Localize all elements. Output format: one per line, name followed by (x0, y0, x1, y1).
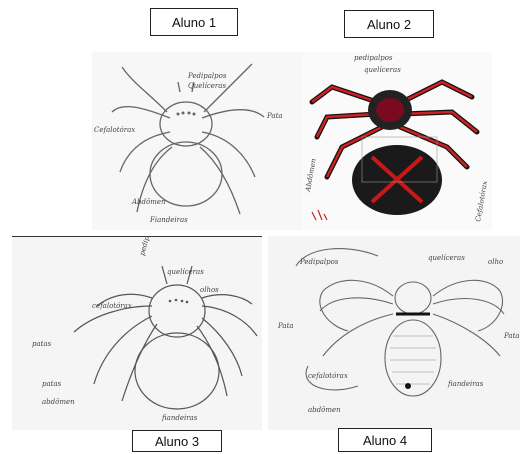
annotation-patas-3b: patas (42, 380, 62, 388)
spider-sketch-2: pedipalpos quelíceras Abdômen Cefalotóra… (302, 52, 492, 230)
spider-sketch-1: Pedipalpos Quelíceras Pata Cefalotórax A… (92, 52, 302, 230)
annotation-pata-4a: Pata (277, 322, 294, 330)
label-aluno-4: Aluno 4 (338, 428, 432, 452)
annotation-fiandeiras-3: fiandeiras (161, 414, 198, 422)
drawing-aluno-3: pedipalpos quelíceras olhos cefalotórax … (12, 236, 262, 430)
annotation-pedipalpos-2: pedipalpos (354, 54, 393, 62)
annotation-abdomen: Abdômen (131, 198, 166, 206)
annotation-pedipalpos-3: pedipalpos (138, 236, 156, 257)
annotation-olhos-3: olhos (200, 286, 219, 294)
annotation-queliceras-4: quelíceras (428, 254, 465, 262)
annotation-pedipalpos-4: Pedipalpos (299, 258, 339, 266)
annotation-abdomen-2: Abdômen (304, 157, 318, 193)
annotation-patas-3a: patas (32, 340, 52, 348)
annotation-abdomen-3: abdômen (42, 398, 75, 406)
annotation-cefalotorax-4: cefalotórax (308, 372, 348, 380)
annotation-olho-4: olho (488, 258, 503, 266)
annotation-queliceras-2: quelíceras (364, 66, 401, 74)
drawing-aluno-2: pedipalpos quelíceras Abdômen Cefalotóra… (302, 52, 492, 230)
annotation-pata-4b: Pata (503, 332, 520, 340)
spider-sketch-3: pedipalpos quelíceras olhos cefalotórax … (12, 236, 262, 430)
annotation-abdomen-4: abdômen (308, 406, 341, 414)
label-aluno-2: Aluno 2 (344, 10, 434, 38)
drawing-aluno-1: Pedipalpos Quelíceras Pata Cefalotórax A… (92, 52, 302, 230)
annotation-queliceras-3: quelíceras (167, 268, 204, 276)
annotation-pedipalpos: Pedipalpos (187, 72, 227, 80)
spider-sketch-4: Pedipalpos quelíceras olho Pata Pata cef… (268, 236, 520, 430)
label-aluno-3: Aluno 3 (132, 430, 222, 452)
annotation-cefalotorax-2: Cefalotórax (474, 180, 489, 222)
label-aluno-1: Aluno 1 (150, 8, 238, 36)
annotation-pata: Pata (266, 112, 283, 120)
annotation-fiandeiras-4: fiandeiras (447, 380, 484, 388)
drawing-aluno-4: Pedipalpos quelíceras olho Pata Pata cef… (268, 236, 520, 430)
annotation-fiandeiras: Fiandeiras (149, 216, 188, 224)
annotation-cefalotorax: Cefalotórax (94, 126, 135, 134)
annotation-queliceras: Quelíceras (188, 82, 226, 90)
annotation-cefalotorax-3: cefalotórax (92, 302, 132, 310)
